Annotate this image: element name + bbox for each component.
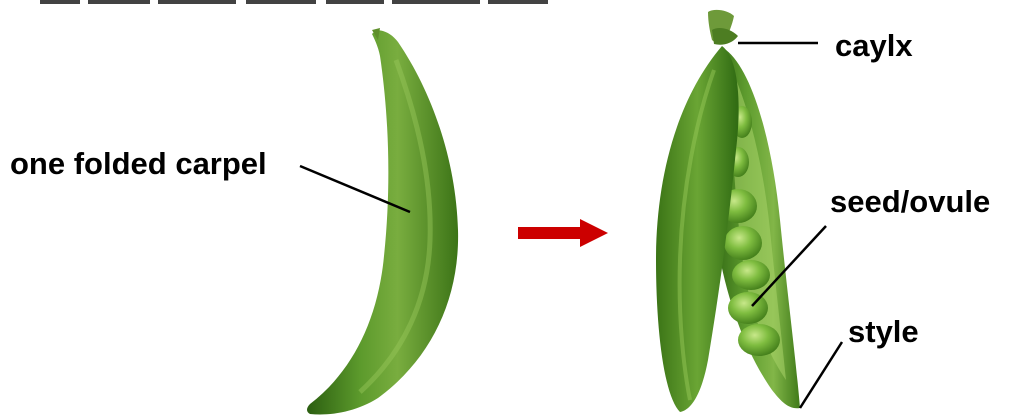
closed-pea-pod — [307, 28, 458, 414]
carpel-label: one folded carpel — [10, 148, 267, 179]
style-leader — [800, 342, 842, 408]
open-pea-pod — [656, 10, 800, 412]
style-label: style — [848, 316, 919, 347]
calyx-label: caylx — [835, 30, 913, 61]
cropped-header-text — [40, 0, 548, 4]
seed-ovule-label: seed/ovule — [830, 186, 990, 217]
right-arrow-icon — [518, 219, 608, 247]
